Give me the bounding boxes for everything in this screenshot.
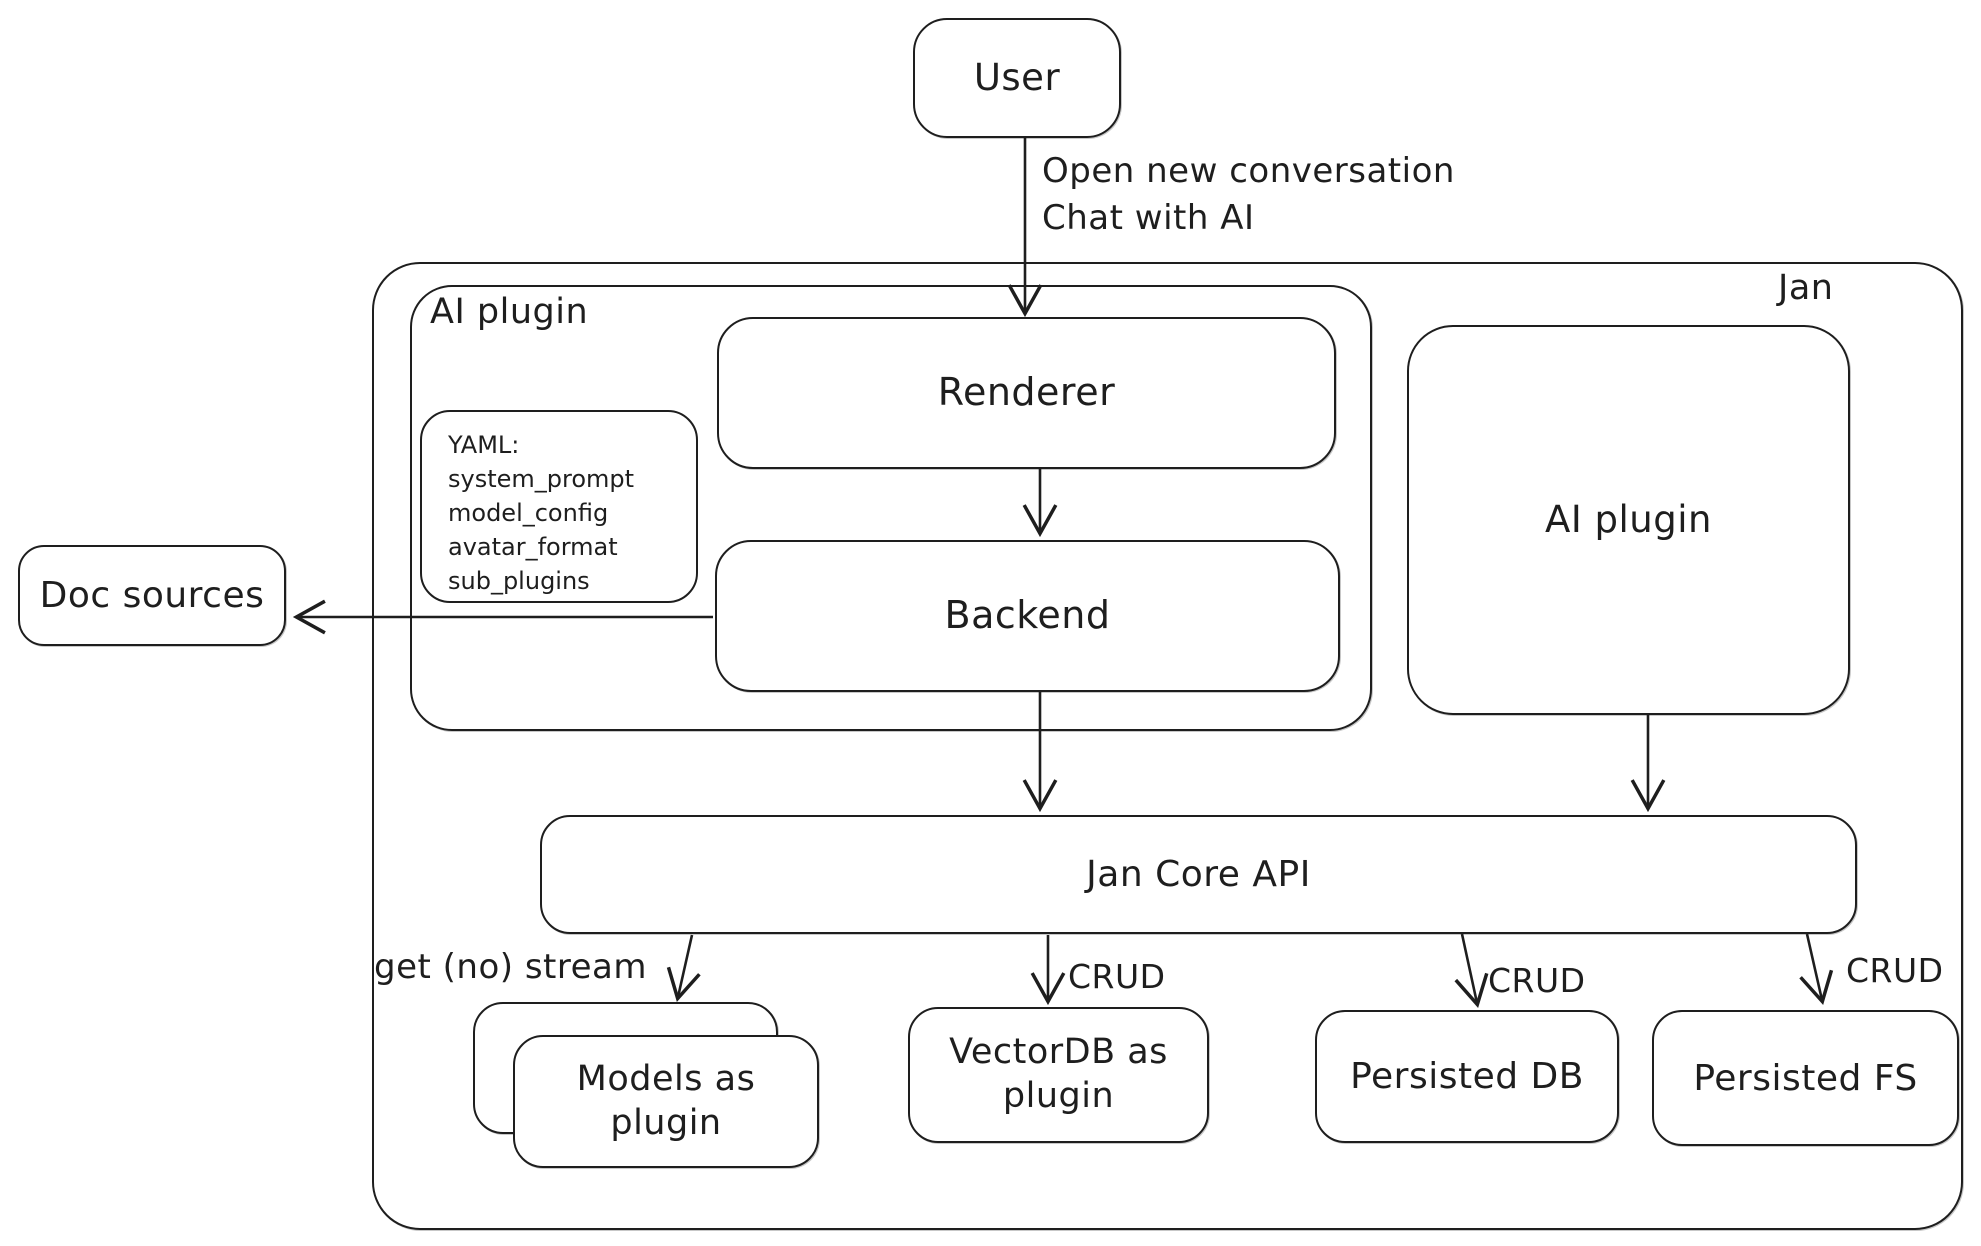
edge-label-open-new-conversation: Open new conversation Chat with AI (1042, 151, 1455, 238)
node-jan-core-api-label: Jan Core API (1086, 854, 1311, 895)
node-backend-label: Backend (944, 593, 1111, 638)
node-ai-plugin-right-label: AI plugin (1545, 497, 1712, 541)
edge-label-crud-vectordb: CRUD (1068, 957, 1166, 996)
node-renderer-label: Renderer (937, 370, 1116, 415)
yaml-note-line-title: YAML: (448, 431, 520, 459)
edge-label-crud-persisted-db: CRUD (1488, 961, 1586, 1000)
node-user-label: User (973, 55, 1061, 99)
yaml-note: YAML: system_prompt model_config avatar_… (420, 410, 698, 603)
node-backend: Backend (715, 540, 1340, 692)
node-vectordb-as-plugin-label: VectorDB as plugin (949, 1032, 1168, 1116)
yaml-note-line-sub-plugins: sub_plugins (448, 567, 590, 595)
yaml-note-line-system-prompt: system_prompt (448, 465, 635, 493)
node-jan-core-api: Jan Core API (540, 815, 1857, 934)
yaml-note-line-model-config: model_config (448, 499, 609, 527)
yaml-note-line-avatar-format: avatar_format (448, 533, 618, 561)
edge-label-get-no-stream: get (no) stream (374, 947, 647, 987)
node-user: User (913, 18, 1121, 138)
node-doc-sources: Doc sources (18, 545, 286, 646)
node-vectordb-as-plugin: VectorDB as plugin (908, 1007, 1209, 1143)
node-ai-plugin-right: AI plugin (1407, 325, 1850, 715)
node-models-as-plugin-label: Models as plugin (576, 1058, 756, 1143)
node-renderer: Renderer (717, 317, 1336, 469)
ai-plugin-container-label: AI plugin (430, 292, 589, 332)
node-persisted-fs: Persisted FS (1652, 1010, 1959, 1146)
node-persisted-db: Persisted DB (1315, 1010, 1619, 1143)
edge-label-crud-persisted-fs: CRUD (1846, 951, 1944, 990)
jan-container-label: Jan (1778, 268, 1834, 308)
node-persisted-fs-label: Persisted FS (1693, 1057, 1918, 1099)
node-persisted-db-label: Persisted DB (1350, 1056, 1584, 1097)
node-models-as-plugin: Models as plugin (513, 1035, 819, 1168)
node-doc-sources-label: Doc sources (39, 575, 265, 616)
